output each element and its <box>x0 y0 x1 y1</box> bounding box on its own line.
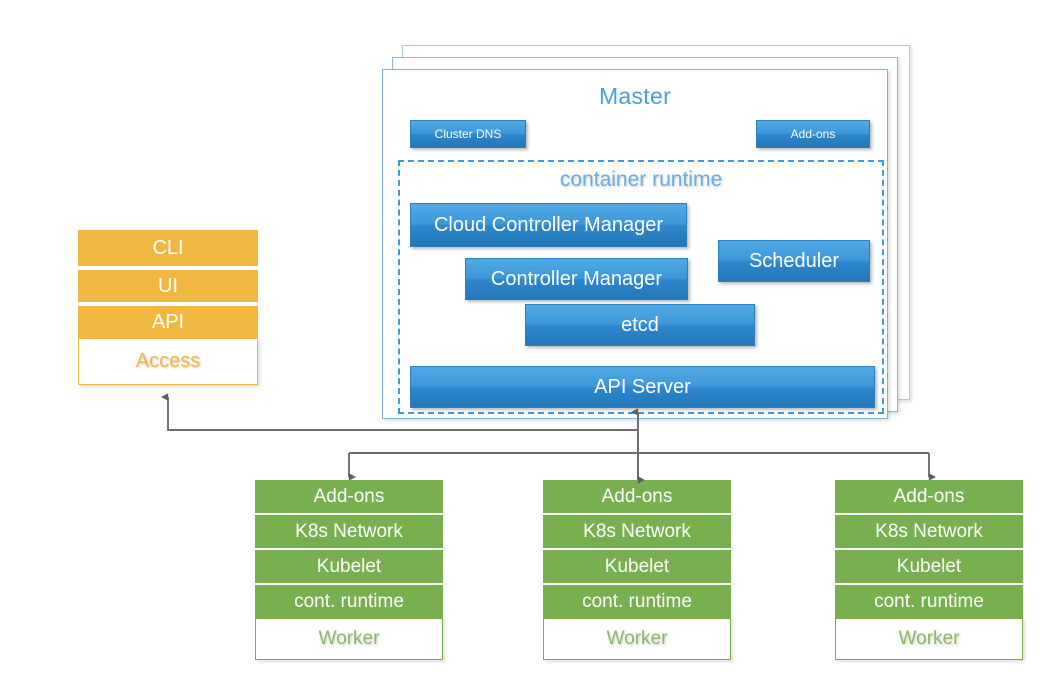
scheduler-label: Scheduler <box>748 249 840 272</box>
master-title: Master <box>598 83 672 109</box>
worker-1-layer-k8s-network[interactable]: K8s Network <box>255 515 443 548</box>
worker-node-1: Add-ons K8s Network Kubelet cont. runtim… <box>255 480 443 660</box>
api-server-box[interactable]: API Server <box>410 366 875 408</box>
worker-3-footer-label: Worker <box>898 628 960 649</box>
worker-3-layer-addons[interactable]: Add-ons <box>835 480 1023 513</box>
worker-2-container-runtime-label: cont. runtime <box>582 590 692 612</box>
access-footer-label: Access <box>135 350 201 372</box>
controller-manager-box[interactable]: Controller Manager <box>465 258 688 300</box>
worker-1-layer-addons[interactable]: Add-ons <box>255 480 443 513</box>
cluster-dns-box[interactable]: Cluster DNS <box>410 120 526 148</box>
worker-1-layer-kubelet[interactable]: Kubelet <box>255 550 443 583</box>
worker-3-k8s-network-label: K8s Network <box>875 520 983 542</box>
worker-3-addons-label: Add-ons <box>893 485 965 507</box>
container-runtime-region <box>398 160 884 414</box>
controller-manager-label: Controller Manager <box>490 267 663 290</box>
worker-1-addons-label: Add-ons <box>313 485 385 507</box>
access-footer[interactable]: Access <box>78 338 258 385</box>
worker-2-k8s-network-label: K8s Network <box>583 520 691 542</box>
worker-2-kubelet-label: Kubelet <box>604 555 670 577</box>
worker-2-layer-kubelet[interactable]: Kubelet <box>543 550 731 583</box>
scheduler-box[interactable]: Scheduler <box>718 240 870 282</box>
cluster-dns-label: Cluster DNS <box>434 127 502 141</box>
worker-3-container-runtime-label: cont. runtime <box>874 590 984 612</box>
worker-2-layer-container-runtime[interactable]: cont. runtime <box>543 585 731 618</box>
worker-3-footer[interactable]: Worker <box>835 618 1023 660</box>
access-layer-ui[interactable]: UI <box>78 270 258 302</box>
access-layer-cli[interactable]: CLI <box>78 230 258 266</box>
worker-2-layer-addons[interactable]: Add-ons <box>543 480 731 513</box>
access-layer-api-label: API <box>151 310 185 333</box>
worker-1-footer-label: Worker <box>318 628 380 649</box>
worker-3-kubelet-label: Kubelet <box>896 555 962 577</box>
access-layer-api[interactable]: API <box>78 306 258 338</box>
worker-3-layer-kubelet[interactable]: Kubelet <box>835 550 1023 583</box>
worker-2-addons-label: Add-ons <box>601 485 673 507</box>
worker-node-3: Add-ons K8s Network Kubelet cont. runtim… <box>835 480 1023 660</box>
worker-2-footer[interactable]: Worker <box>543 618 731 660</box>
container-runtime-title: container runtime <box>559 168 723 191</box>
access-stack: CLI UI API Access <box>78 230 258 385</box>
access-layer-cli-label: CLI <box>152 236 184 259</box>
worker-1-layer-container-runtime[interactable]: cont. runtime <box>255 585 443 618</box>
access-layer-ui-label: UI <box>158 274 178 297</box>
cloud-controller-manager-box[interactable]: Cloud Controller Manager <box>410 203 687 247</box>
etcd-label: etcd <box>621 313 659 336</box>
etcd-box[interactable]: etcd <box>525 304 755 346</box>
worker-1-container-runtime-label: cont. runtime <box>294 590 404 612</box>
master-addons-box[interactable]: Add-ons <box>756 120 870 148</box>
worker-3-layer-k8s-network[interactable]: K8s Network <box>835 515 1023 548</box>
worker-1-kubelet-label: Kubelet <box>316 555 382 577</box>
worker-2-footer-label: Worker <box>606 628 668 649</box>
worker-3-layer-container-runtime[interactable]: cont. runtime <box>835 585 1023 618</box>
api-server-label: API Server <box>594 375 691 398</box>
worker-node-2: Add-ons K8s Network Kubelet cont. runtim… <box>543 480 731 660</box>
cloud-controller-manager-label: Cloud Controller Manager <box>433 213 663 236</box>
worker-1-footer[interactable]: Worker <box>255 618 443 660</box>
worker-2-layer-k8s-network[interactable]: K8s Network <box>543 515 731 548</box>
worker-1-k8s-network-label: K8s Network <box>295 520 403 542</box>
master-addons-label: Add-ons <box>790 127 836 141</box>
